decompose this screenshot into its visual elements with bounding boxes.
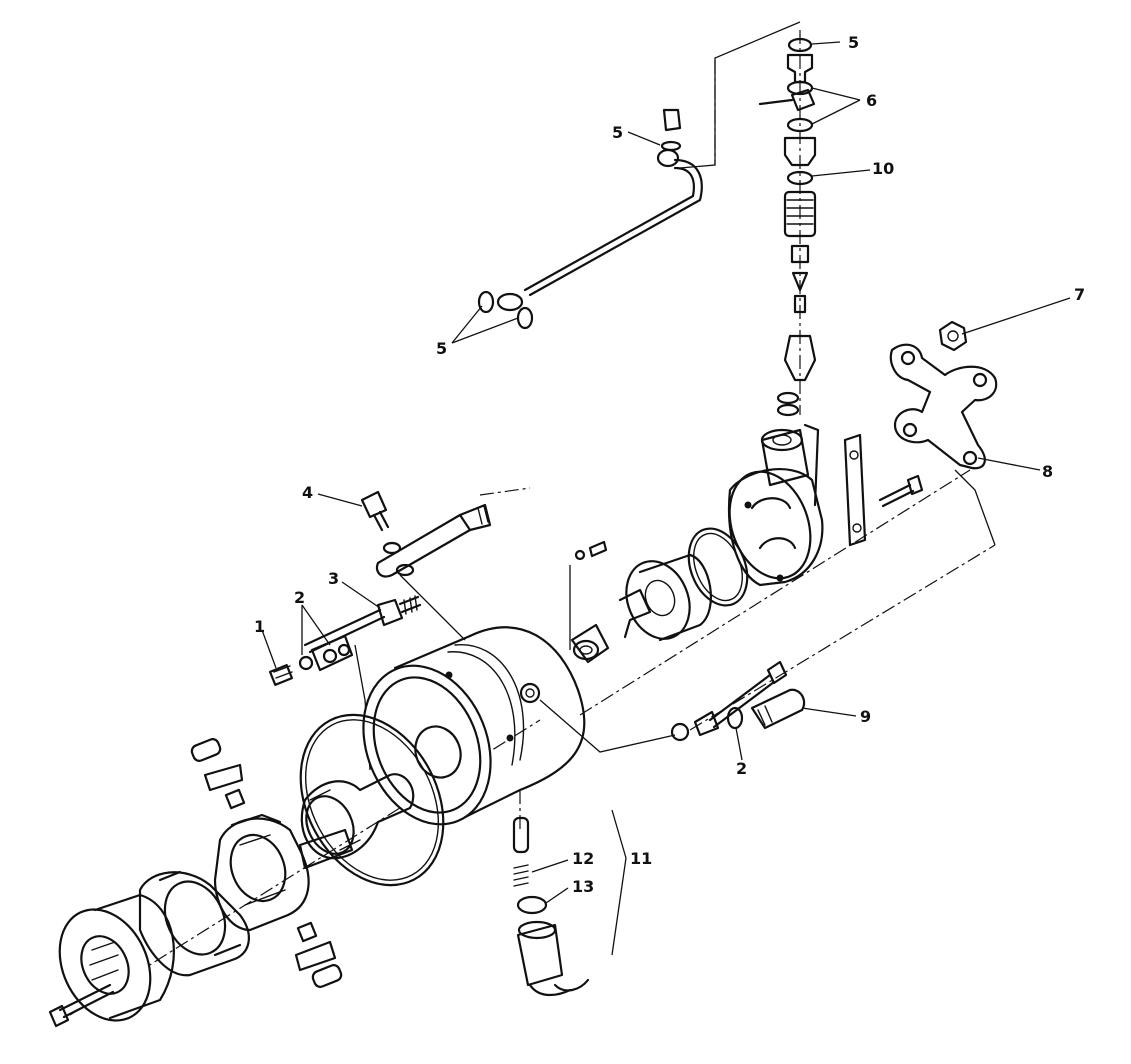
callout-13: 13 — [572, 877, 594, 896]
callout-2-right: 2 — [736, 759, 747, 778]
leak-off-pipe — [477, 108, 703, 330]
large-o-ring — [299, 713, 445, 887]
centerlines — [69, 30, 996, 1016]
throttle-rod — [670, 660, 788, 742]
callout-3: 3 — [328, 569, 339, 588]
callout-labels: 1 2 2 3 4 5 5 5 6 7 8 9 10 11 12 13 — [254, 33, 1085, 896]
head-bolt — [878, 474, 924, 508]
item-9-plug — [750, 688, 806, 730]
item-1-screw — [268, 664, 294, 686]
callout-10: 10 — [872, 159, 894, 178]
callout-6: 6 — [866, 91, 877, 110]
pump-housing — [362, 626, 586, 826]
spring-plate — [843, 433, 867, 547]
callout-4: 4 — [302, 483, 313, 502]
item-7-nut — [938, 320, 968, 352]
item-8-cross-plate — [889, 343, 998, 470]
callout-1: 1 — [254, 617, 265, 636]
callout-7: 7 — [1074, 285, 1085, 304]
regulator-nut — [570, 623, 610, 664]
end-sleeve — [625, 553, 712, 642]
small-screw — [574, 540, 608, 561]
callout-2-left: 2 — [294, 588, 305, 607]
item-12-plunger — [512, 816, 530, 887]
callout-9: 9 — [860, 707, 871, 726]
linkage-lever — [375, 503, 492, 578]
callout-5-pipe: 5 — [612, 123, 623, 142]
callout-5-lower: 5 — [436, 339, 447, 358]
item-3-stud — [303, 595, 422, 654]
hydraulic-head — [728, 423, 824, 587]
drive-screw — [48, 983, 115, 1028]
callout-11: 11 — [630, 849, 652, 868]
thrust-plate — [138, 870, 250, 977]
valve-stack — [758, 37, 817, 417]
vane-rollers — [190, 738, 343, 988]
leader-lines — [261, 41, 1071, 956]
linkage-lines — [354, 21, 996, 771]
callout-8: 8 — [1042, 462, 1053, 481]
item-4-bolt — [360, 490, 390, 532]
end-cover-clip — [618, 588, 652, 639]
cam-ring — [213, 813, 310, 932]
item-13-o-ring — [516, 895, 548, 915]
drive-hub — [58, 893, 175, 1022]
item-2-adjuster — [298, 634, 354, 672]
item-11-solenoid — [516, 920, 590, 997]
callout-5-top: 5 — [848, 33, 859, 52]
callout-12: 12 — [572, 849, 594, 868]
